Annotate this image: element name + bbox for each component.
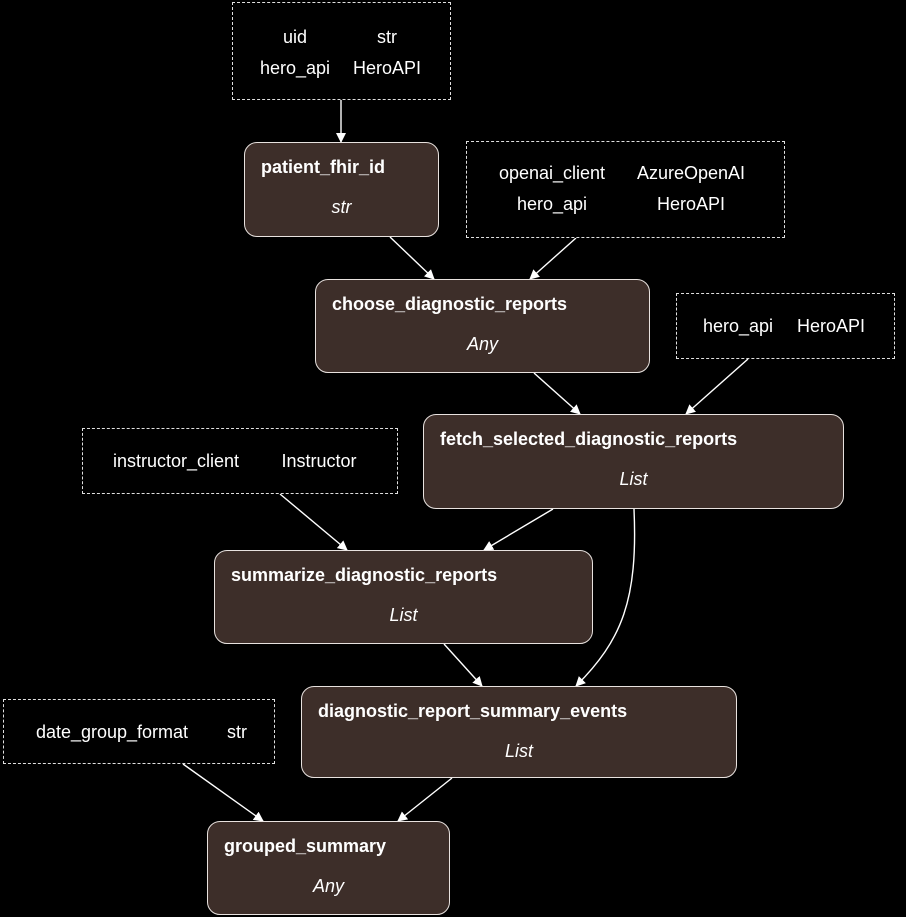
edge-summarize-to-summary-events [443, 643, 483, 687]
input-name: openai_client [498, 163, 606, 183]
node-title: fetch_selected_diagnostic_reports [440, 429, 738, 449]
node-type: Any [466, 334, 499, 354]
input-name: date_group_format [35, 722, 189, 742]
node-diagnostic-report-summary-events[interactable]: diagnostic_report_summary_events List [301, 686, 737, 778]
input-type: HeroAPI [796, 316, 866, 336]
input-name: hero_api [516, 194, 588, 214]
node-title: summarize_diagnostic_reports [231, 565, 498, 585]
input-type: str [377, 27, 397, 47]
inputs-box-openai-client: openai_client AzureOpenAI hero_api HeroA… [466, 141, 785, 238]
inputs-box-hero-api: hero_api HeroAPI [676, 293, 895, 359]
input-name: uid [282, 27, 308, 47]
node-patient-fhir-id[interactable]: patient_fhir_id str [244, 142, 439, 237]
input-type: AzureOpenAI [636, 163, 746, 183]
node-type: List [389, 605, 418, 625]
node-type: str [331, 197, 352, 217]
node-summarize-diagnostic-reports[interactable]: summarize_diagnostic_reports List [214, 550, 593, 644]
node-title: diagnostic_report_summary_events [318, 701, 628, 721]
node-type: Any [312, 876, 345, 896]
edge-choose-to-fetch [533, 372, 581, 415]
node-type: List [504, 741, 533, 761]
input-name: instructor_client [112, 451, 240, 471]
input-type: str [227, 722, 247, 742]
input-name: hero_api [702, 316, 774, 336]
inputs-box-instructor-client: instructor_client Instructor [82, 428, 398, 494]
node-title: grouped_summary [224, 836, 387, 856]
input-name: hero_api [259, 58, 331, 78]
inputs-box-uid-hero-api: uid str hero_api HeroAPI [232, 2, 451, 100]
node-fetch-selected-diagnostic-reports[interactable]: fetch_selected_diagnostic_reports List [423, 414, 844, 509]
input-type: HeroAPI [656, 194, 726, 214]
node-title: patient_fhir_id [261, 157, 386, 177]
node-choose-diagnostic-reports[interactable]: choose_diagnostic_reports Any [315, 279, 650, 373]
edge-fetch-to-summary-events [575, 508, 636, 687]
edge-patient-fhir-id-to-choose [389, 236, 435, 280]
input-type: HeroAPI [352, 58, 422, 78]
edge-openai-inputs-to-choose [529, 237, 577, 280]
edge-instructor-inputs-to-summarize [279, 493, 348, 551]
input-type: Instructor [281, 451, 357, 471]
node-title: choose_diagnostic_reports [332, 294, 568, 314]
edge-summary-events-to-grouped [397, 777, 453, 822]
edge-fetch-to-summarize [483, 508, 554, 551]
edge-hero-inputs-to-fetch [685, 358, 749, 415]
inputs-box-date-group-format: date_group_format str [3, 699, 275, 764]
edge-date-group-inputs-to-grouped [182, 763, 264, 822]
node-grouped-summary[interactable]: grouped_summary Any [207, 821, 450, 915]
node-type: List [619, 469, 648, 489]
